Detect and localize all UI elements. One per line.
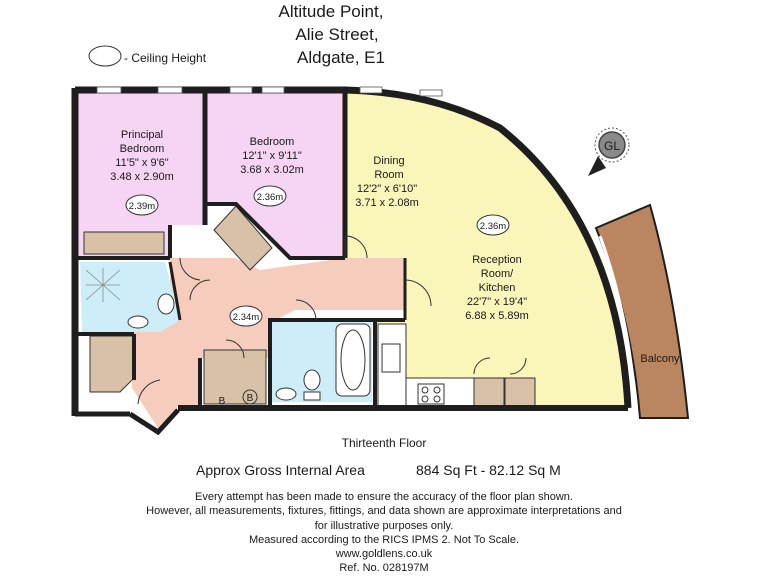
dining-room-name-1: Dining — [373, 155, 404, 167]
basin-icon — [275, 387, 297, 401]
dining-room-imperial: 12'2" x 6'10" — [357, 183, 417, 195]
hall-ceiling-icon — [229, 305, 263, 327]
disclaimer-line-3: for illustrative purposes only. — [314, 519, 454, 532]
dining-room-name-2: Room — [374, 169, 403, 181]
bedroom-name: Bedroom — [250, 136, 295, 148]
ceiling-height-legend-label: - Ceiling Height — [124, 51, 207, 65]
ensuite-toilet-icon — [157, 293, 175, 315]
gia-value: 884 Sq Ft - 82.12 Sq M — [416, 462, 561, 478]
en-suite-bathroom — [80, 262, 180, 332]
bedroom-metric: 3.68 x 3.02m — [240, 164, 304, 176]
compass-label: GL — [604, 139, 620, 153]
principal-bedroom-name-1: Principal — [121, 129, 163, 141]
shower-icon — [85, 268, 121, 302]
reception-ceiling-icon — [476, 214, 510, 236]
cupboard-b2-label: B — [247, 393, 254, 404]
compass-icon: GL — [588, 127, 630, 176]
cupboard-boiler — [203, 349, 267, 405]
bedroom-ceiling: 2.36m — [257, 192, 283, 203]
windows — [96, 86, 443, 97]
kitchen-unit-1 — [473, 377, 505, 407]
cupboard-b2-icon — [242, 389, 258, 405]
cupboard-b1-label: B — [219, 396, 226, 407]
disclaimer-line-1: Every attempt has been made to ensure th… — [195, 491, 573, 503]
ceiling-height-legend-icon — [88, 45, 122, 67]
doors — [137, 235, 527, 405]
reception-imperial: 22'7" x 19'4" — [467, 296, 527, 308]
hob-icon — [417, 383, 445, 405]
second-bedroom — [205, 92, 345, 258]
bathtub-basin — [340, 329, 366, 391]
bedroom-imperial: 12'1" x 9'11" — [242, 150, 302, 162]
title-line-3: Aldgate, E1 — [297, 48, 385, 67]
cupboard-hall — [89, 335, 135, 393]
reception-name-2: Room/ — [481, 268, 514, 280]
disclaimer: Every attempt has been made to ensure th… — [0, 490, 768, 576]
principal-bedroom-name-2: Bedroom — [120, 143, 165, 155]
reception-name-1: Reception — [472, 254, 522, 266]
wardrobe-principal — [83, 231, 165, 255]
kitchen-sink — [381, 343, 401, 373]
reception-ceiling: 2.36m — [480, 221, 506, 232]
title-line-2: Alie Street, — [295, 25, 378, 44]
bedroom-ceiling-icon — [253, 185, 287, 207]
principal-bedroom-ceiling: 2.39m — [129, 201, 155, 212]
kitchen-counter-bottom — [405, 377, 475, 407]
disclaimer-line-4: Measured according to the RICS IPMS 2. N… — [248, 533, 520, 546]
floor-label: Thirteenth Floor — [341, 436, 427, 450]
principal-bedroom-ceiling-icon — [125, 194, 159, 216]
title-line-1: Altitude Point, — [279, 2, 384, 21]
bathtub — [335, 323, 371, 397]
gia-row: Approx Gross Internal Area 884 Sq Ft - 8… — [0, 462, 768, 482]
reference-number: Ref. No. 028197M — [339, 562, 429, 575]
website-link[interactable]: www.goldlens.co.uk — [335, 548, 433, 561]
reception-name-3: Kitchen — [479, 282, 516, 294]
reception-metric: 6.88 x 5.89m — [465, 310, 529, 322]
walls — [71, 86, 632, 436]
gia-label: Approx Gross Internal Area — [196, 462, 365, 478]
reception-room — [345, 92, 626, 406]
disclaimer-line-2: However, all measurements, fixtures, fit… — [146, 505, 622, 518]
principal-bedroom — [78, 92, 205, 258]
balcony-rail — [598, 235, 638, 415]
principal-bedroom-metric: 3.48 x 2.90m — [110, 171, 174, 183]
wardrobe-bedroom — [213, 205, 273, 271]
toilet-cistern — [303, 391, 321, 401]
principal-bedroom-imperial: 11'5" x 9'6" — [115, 157, 168, 169]
hall-ceiling: 2.34m — [233, 312, 259, 323]
balcony-name: Balcony — [640, 353, 680, 365]
ensuite-basin-icon — [127, 315, 149, 329]
toilet-icon — [303, 369, 321, 391]
kitchen-unit-2 — [504, 377, 536, 407]
dining-room-metric: 3.71 x 2.08m — [355, 197, 419, 209]
